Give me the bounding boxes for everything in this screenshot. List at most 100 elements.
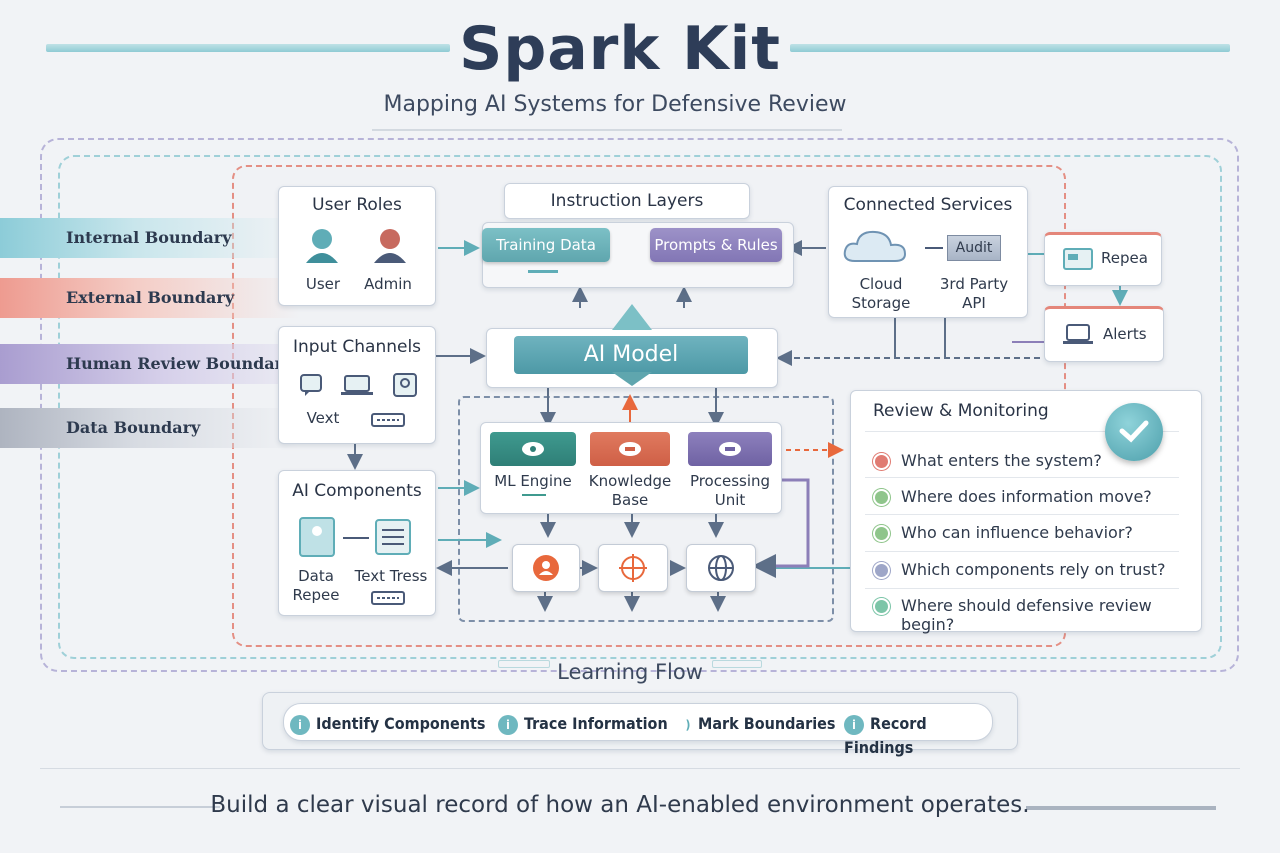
footer-rule-right xyxy=(1026,806,1216,810)
learning-flow-rule-left xyxy=(498,660,550,668)
connected-services-card: Connected Services Audit Cloud Storage 3… xyxy=(828,186,1028,318)
chat-icon xyxy=(300,374,322,396)
ml-engine-bar xyxy=(522,494,546,496)
processing-unit-block[interactable] xyxy=(688,432,772,466)
user-label: User xyxy=(305,275,341,293)
step-dot-icon: i xyxy=(498,714,518,735)
check-badge-icon xyxy=(1105,403,1163,461)
eye-icon xyxy=(522,442,544,456)
cloud-icon xyxy=(843,230,907,262)
check-icon xyxy=(1119,420,1149,443)
database-icon xyxy=(619,442,641,456)
outer-boundary-frame xyxy=(40,138,1239,672)
learning-flow-title: Learning Flow xyxy=(557,660,703,684)
connected-services-title: Connected Services xyxy=(843,195,1013,215)
ai-model-label[interactable]: AI Model xyxy=(514,336,748,374)
question-dot-4 xyxy=(873,562,890,579)
admin-icon xyxy=(374,229,406,263)
third-party-api-label: 3rd Party API xyxy=(939,275,1009,312)
question-divider-3 xyxy=(865,551,1179,552)
question-divider-2 xyxy=(865,514,1179,515)
person-circle-icon xyxy=(533,555,559,581)
prompts-rules-pill[interactable]: Prompts & Rules xyxy=(650,228,782,262)
step-dot-icon: i xyxy=(290,714,310,735)
repea-card[interactable]: Repea xyxy=(1044,232,1162,286)
ai-components-title: AI Components xyxy=(292,481,422,501)
question-1: What enters the system? xyxy=(901,451,1102,470)
step-2-label: Trace Information xyxy=(524,714,668,733)
ribbon-internal-boundary: Internal Boundary xyxy=(0,218,300,258)
title-rule-right xyxy=(790,44,1230,52)
step-dot-icon: i xyxy=(844,714,864,735)
step-mark-boundaries[interactable]: )Mark Boundaries xyxy=(684,712,836,736)
question-divider-4 xyxy=(865,588,1179,589)
location-icon xyxy=(393,373,417,397)
ribbon-human-review-boundary: Human Review Boundary xyxy=(0,344,330,384)
data-repee-label: Data Repee xyxy=(292,567,340,604)
target-icon xyxy=(619,554,647,582)
ml-engine-label: ML Engine xyxy=(494,472,572,490)
node-person[interactable] xyxy=(512,544,580,592)
monitor-icon xyxy=(341,375,373,395)
footer-text: Build a clear visual record of how an AI… xyxy=(210,792,1030,818)
down-triangle-icon xyxy=(612,372,652,386)
question-5: Where should defensive review begin? xyxy=(901,596,1152,634)
keyboard-small-icon xyxy=(371,591,405,605)
knowledge-base-label: Knowledge Base xyxy=(588,472,672,509)
window-icon xyxy=(1063,248,1093,270)
review-title-divider xyxy=(865,431,1179,432)
internal-boundary-frame xyxy=(58,155,1222,659)
step-3-label: Mark Boundaries xyxy=(698,714,836,733)
audit-badge: Audit xyxy=(947,235,1001,261)
review-monitoring-card: Review & Monitoring What enters the syst… xyxy=(850,390,1202,634)
review-title: Review & Monitoring xyxy=(873,401,1049,421)
cloud-storage-label: Cloud Storage xyxy=(851,275,911,312)
ribbon-external-boundary: External Boundary xyxy=(0,278,300,318)
globe-icon xyxy=(708,555,734,581)
components-dash xyxy=(343,537,369,539)
title-rule-left xyxy=(46,44,450,52)
knowledge-base-block[interactable] xyxy=(590,432,670,466)
node-globe[interactable] xyxy=(686,544,756,592)
purple-loop xyxy=(752,478,810,578)
data-boundary-frame xyxy=(458,396,834,622)
input-channels-card: Input Channels Vext xyxy=(278,326,436,444)
step-trace-information[interactable]: i Trace Information xyxy=(498,712,668,736)
user-roles-title: User Roles xyxy=(312,195,402,215)
processing-unit-label: Processing Unit xyxy=(689,472,771,509)
input-channels-title: Input Channels xyxy=(292,337,422,357)
subtitle-rule xyxy=(372,129,842,131)
text-tress-label: Text Tress xyxy=(354,567,428,585)
question-dot-1 xyxy=(873,453,890,470)
laptop-icon xyxy=(1063,324,1093,344)
question-3: Who can influence behavior? xyxy=(901,523,1133,542)
repea-label: Repea xyxy=(1101,249,1148,267)
vext-label: Vext xyxy=(306,409,340,427)
question-divider-1 xyxy=(865,477,1179,478)
chip-icon xyxy=(719,442,741,456)
text-list-icon xyxy=(375,519,411,555)
audit-dash xyxy=(925,247,943,249)
question-dot-2 xyxy=(873,489,890,506)
page-subtitle: Mapping AI Systems for Defensive Review xyxy=(383,92,847,117)
ml-engine-block[interactable] xyxy=(490,432,576,466)
ribbon-data-boundary: Data Boundary xyxy=(0,408,300,448)
instruction-layers-header: Instruction Layers xyxy=(504,183,750,219)
question-2: Where does information move? xyxy=(901,487,1152,506)
alerts-label: Alerts xyxy=(1103,325,1147,343)
training-data-pill[interactable]: Training Data xyxy=(482,228,610,262)
node-target[interactable] xyxy=(598,544,668,592)
ai-components-card: AI Components Data Repee Text Tress xyxy=(278,470,436,616)
admin-label: Admin xyxy=(364,275,412,293)
footer-top-rule xyxy=(40,768,1240,769)
question-4: Which components rely on trust? xyxy=(901,560,1166,579)
user-icon xyxy=(306,229,338,263)
data-store-icon xyxy=(299,517,335,557)
instruction-layers-title: Instruction Layers xyxy=(550,191,704,211)
alerts-card[interactable]: Alerts xyxy=(1044,306,1164,362)
